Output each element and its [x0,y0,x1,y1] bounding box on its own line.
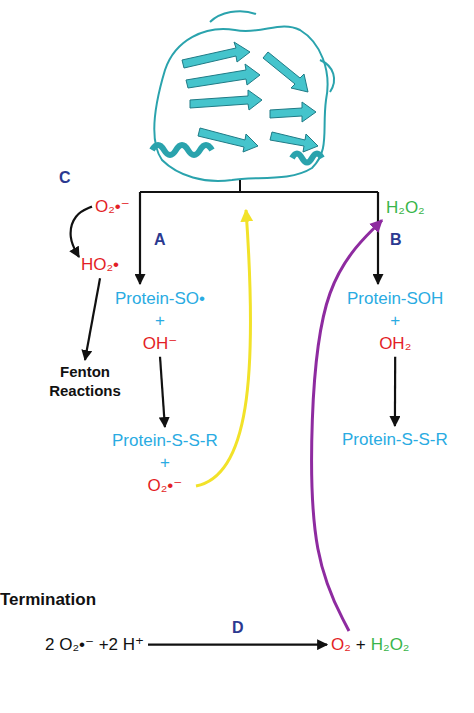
species-node: HO₂• [81,254,119,275]
species-text: + [356,634,366,655]
pathway-letter: B [390,231,402,249]
reaction-arrow [148,644,327,646]
species-text: HO₂• [81,254,119,275]
species-text: Fenton Reactions [40,363,130,401]
species-node: Fenton Reactions [40,363,130,401]
branch-line [140,191,378,193]
reaction-arrow [71,207,92,257]
branch-b-arrow [377,192,379,284]
pathway-letter: D [232,619,244,637]
species-node: Protein-S-S-R [342,429,448,450]
species-text: Protein-SOH [347,288,443,309]
species-text: + [160,452,170,473]
reaction-arrow [160,357,165,427]
species-text: OH⁻ [143,333,177,354]
species-text: H₂O₂ [371,634,410,655]
species-text: + [155,310,165,331]
species-text: O₂ [331,634,351,655]
branch-a-arrow [139,192,141,284]
species-text: 2 O₂•⁻ +2 H⁺ [45,634,144,655]
species-text: OH₂ [379,333,411,354]
stem-line [239,180,241,192]
species-text: O₂•⁻ [95,196,130,217]
pathway-letter: A [154,231,166,249]
species-text: Protein-S-S-R [342,429,448,450]
section-label: Termination [0,590,96,610]
species-node: O₂•⁻ [95,196,130,217]
species-text: H₂O₂ [386,197,425,218]
species-node: O₂+H₂O₂ [331,634,409,655]
species-text: Protein-SO• [115,288,205,309]
species-text: + [390,310,400,331]
species-node: 2 O₂•⁻ +2 H⁺ [45,634,144,655]
species-text: O₂•⁻ [148,475,183,496]
reaction-arrow [312,220,382,631]
pathway-letter: C [59,169,71,187]
species-text: Protein-S-S-R [112,430,218,451]
protein-ribbon [152,11,334,181]
species-node: Protein-S-S-R+O₂•⁻ [112,430,218,496]
reaction-arrow [85,278,100,360]
species-node: Protein-SOH+OH₂ [347,288,443,354]
species-node: Protein-SO•+OH⁻ [115,288,205,354]
reaction-arrow [394,357,396,426]
species-node: H₂O₂ [386,197,425,218]
